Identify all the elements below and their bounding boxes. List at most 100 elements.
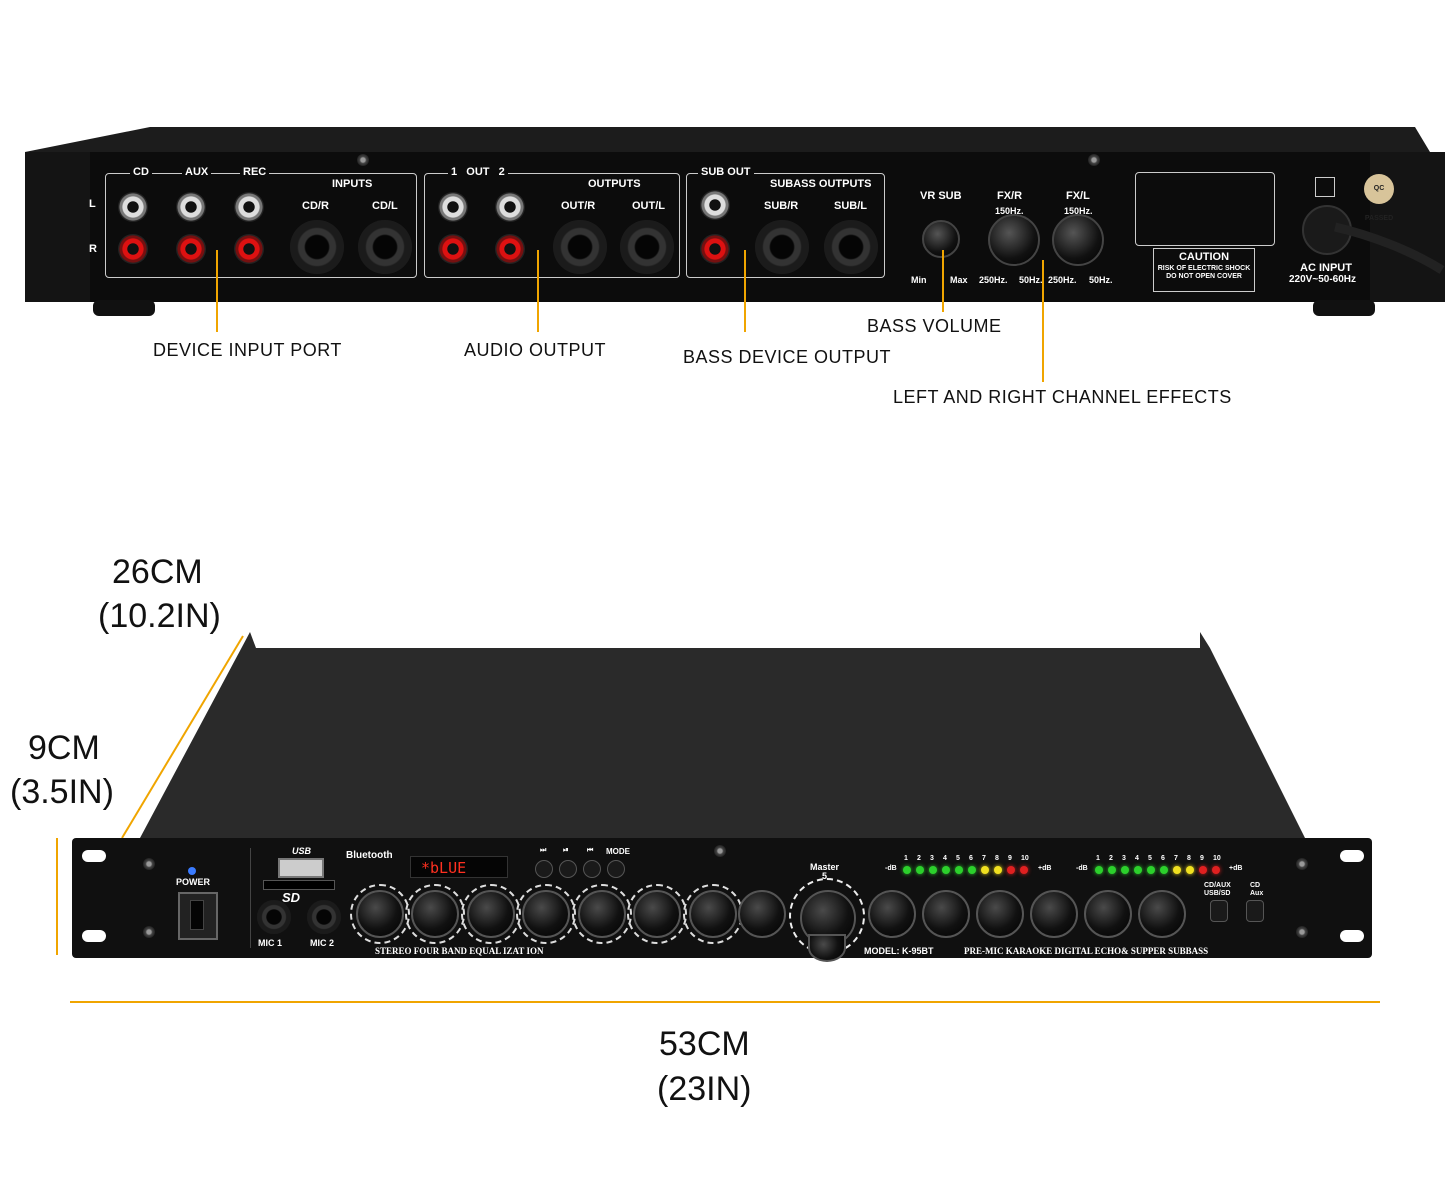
- meter-scale-number: 6: [1161, 855, 1165, 862]
- fx-r-knob[interactable]: [988, 214, 1040, 266]
- inputs-header: INPUTS: [332, 178, 373, 190]
- previous-track-button[interactable]: [583, 860, 601, 878]
- meter-led: [942, 866, 950, 874]
- out1-l-rca-jack[interactable]: [438, 192, 468, 222]
- cd-r-rca-jack[interactable]: [118, 234, 148, 264]
- meter-led: [903, 866, 911, 874]
- sub-out-r-rca-jack[interactable]: [700, 234, 730, 264]
- meter-scale-number: 10: [1021, 855, 1029, 862]
- screw-icon: [357, 154, 369, 166]
- play-pause-button[interactable]: [559, 860, 577, 878]
- meter-led: [1173, 866, 1181, 874]
- sub-l-jack[interactable]: [824, 220, 878, 274]
- master-knob-base: [808, 934, 846, 962]
- meter-led: [1199, 866, 1207, 874]
- power-switch[interactable]: [178, 892, 218, 940]
- callout-line-lr-effects: [1042, 260, 1044, 382]
- fxl-50hz-label: 50Hz.: [1089, 275, 1113, 285]
- eq-knob-7[interactable]: [689, 890, 737, 938]
- screw-icon: [143, 858, 155, 870]
- master-scale-5: 5: [822, 871, 828, 881]
- aux-source-label: Aux: [1250, 890, 1264, 897]
- aux-l-rca-jack[interactable]: [176, 192, 206, 222]
- out2-r-rca-jack[interactable]: [495, 234, 525, 264]
- out1-r-rca-jack[interactable]: [438, 234, 468, 264]
- cdr-label: CD/R: [302, 200, 329, 212]
- right-channel-label: R: [89, 243, 97, 255]
- vr-min-label: Min: [911, 275, 927, 285]
- sub-out-l-rca-jack[interactable]: [700, 190, 730, 220]
- cd-l-rca-jack[interactable]: [118, 192, 148, 222]
- rec-r-rca-jack[interactable]: [234, 234, 264, 264]
- outr-label: OUT/R: [561, 200, 596, 212]
- play-pause-icon: ⏯: [563, 847, 569, 854]
- fx-knob-3[interactable]: [976, 890, 1024, 938]
- fx-knob-1[interactable]: [868, 890, 916, 938]
- caution-label-box: CAUTION RISK OF ELECTRIC SHOCK DO NOT OP…: [1153, 248, 1255, 292]
- meter-led: [968, 866, 976, 874]
- previous-track-icon: ⏮: [587, 847, 594, 854]
- fxr-150hz-label: 150Hz.: [995, 206, 1024, 216]
- meter-scale-number: 9: [1008, 855, 1012, 862]
- spec-plate: [1135, 172, 1275, 246]
- double-insulation-icon: [1315, 177, 1335, 197]
- power-cord-icon: [1333, 222, 1445, 274]
- eq-knob-3[interactable]: [467, 890, 515, 938]
- cd-aux-selector[interactable]: [1246, 900, 1264, 922]
- fx-knob-5[interactable]: [1084, 890, 1132, 938]
- fx-knob-4[interactable]: [1030, 890, 1078, 938]
- cd-aux-usb-sd-selector[interactable]: [1210, 900, 1228, 922]
- sub-r-jack[interactable]: [755, 220, 809, 274]
- subass-header: SUBASS OUTPUTS: [770, 178, 872, 190]
- out-l-jack[interactable]: [620, 220, 674, 274]
- next-track-button[interactable]: [535, 860, 553, 878]
- meter-scale-number: 4: [943, 855, 947, 862]
- eq-knob-6[interactable]: [633, 890, 681, 938]
- outputs-header: OUTPUTS: [588, 178, 641, 190]
- qc-passed-sticker: QC PASSED: [1364, 174, 1394, 222]
- sd-card-slot[interactable]: [263, 880, 335, 890]
- mode-button[interactable]: [607, 860, 625, 878]
- meter-scale-number: 7: [1174, 855, 1178, 862]
- out2-l-rca-jack[interactable]: [495, 192, 525, 222]
- meter2-minus-db: -dB: [1076, 865, 1088, 872]
- callout-line-device-input: [216, 250, 218, 332]
- usb-port[interactable]: [278, 858, 324, 878]
- eq-knob-8[interactable]: [738, 890, 786, 938]
- fx-l-knob[interactable]: [1052, 214, 1104, 266]
- mic2-jack[interactable]: [307, 900, 341, 934]
- height-in: (3.5IN): [10, 773, 114, 811]
- meter-led: [1160, 866, 1168, 874]
- meter-led: [981, 866, 989, 874]
- fx-knob-6[interactable]: [1138, 890, 1186, 938]
- bluetooth-label: Bluetooth: [346, 850, 393, 861]
- aux-label: AUX: [182, 166, 212, 178]
- eq-knob-4[interactable]: [522, 890, 570, 938]
- mic1-jack[interactable]: [257, 900, 291, 934]
- width-cm: 53CM: [659, 1025, 750, 1063]
- eq-knob-5[interactable]: [578, 890, 626, 938]
- callout-device-input: DEVICE INPUT PORT: [153, 340, 342, 360]
- meter-scale-number: 1: [904, 855, 908, 862]
- ac-voltage-label: 220V~50-60Hz: [1289, 274, 1356, 285]
- meter-led: [1121, 866, 1129, 874]
- aux-r-rca-jack[interactable]: [176, 234, 206, 264]
- rec-l-rca-jack[interactable]: [234, 192, 264, 222]
- out-r-jack[interactable]: [553, 220, 607, 274]
- callout-lr-effects: LEFT AND RIGHT CHANNEL EFFECTS: [893, 387, 1232, 407]
- rear-foot-right: [1313, 300, 1375, 316]
- rack-hole-icon: [82, 850, 106, 862]
- eq-knob-2[interactable]: [411, 890, 459, 938]
- fx-knob-2[interactable]: [922, 890, 970, 938]
- vr-sub-knob[interactable]: [922, 220, 960, 258]
- meter-scale-number: 2: [1109, 855, 1113, 862]
- cd-l-jack[interactable]: [358, 220, 412, 274]
- eq-knob-1[interactable]: [356, 890, 404, 938]
- power-led-icon: [188, 867, 196, 875]
- out-group-label: 1 OUT 2: [448, 166, 508, 178]
- meter-scale-number: 4: [1135, 855, 1139, 862]
- mic1-label: MIC 1: [258, 938, 283, 948]
- meter-scale-number: 2: [917, 855, 921, 862]
- cd-r-jack[interactable]: [290, 220, 344, 274]
- meter-scale-number: 1: [1096, 855, 1100, 862]
